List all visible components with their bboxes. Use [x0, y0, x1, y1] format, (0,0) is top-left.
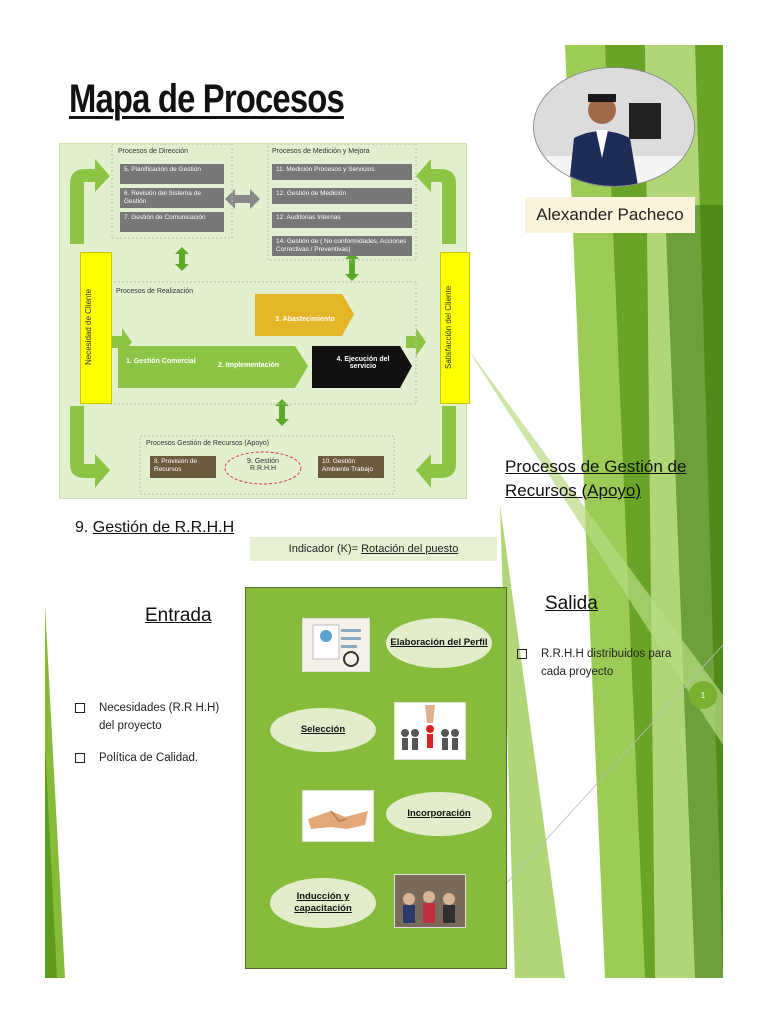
realizacion-item-3: 3. Abastecimiento	[275, 316, 335, 323]
direccion-item-1: 5. Planificación de Gestión	[120, 164, 224, 184]
gestion-heading: 9. Gestión de R.R.H.H	[75, 519, 234, 537]
entrada-list: Necesidades (R.R H.H) del proyecto Polít…	[75, 699, 235, 781]
profile-document-icon	[302, 618, 370, 672]
indicador-box: Indicador (K)= Rotación del puesto	[250, 537, 497, 561]
realizacion-label: Procesos de Realización	[116, 288, 194, 295]
realizacion-item-1: 1. Gestión Comercial	[126, 358, 196, 365]
necesidad-cliente-label: Necesidad de Cliente	[84, 288, 93, 366]
realizacion-item-2: 2. Implementación	[218, 362, 280, 369]
checkbox-icon	[75, 753, 85, 763]
training-group-icon	[394, 874, 466, 928]
medicion-item-4: 14. Gestión de ( No conformidades, Accio…	[272, 236, 412, 256]
page-number: 1	[689, 681, 717, 709]
entrada-heading: Entrada	[145, 605, 212, 626]
left-yellow-bar	[80, 252, 112, 404]
step-seleccion: Selección	[270, 708, 376, 752]
green-shard-decoration	[45, 45, 723, 978]
satisfaccion-cliente-label: Satisfacción del Cliente	[444, 285, 453, 369]
direccion-item-2: 6. Revisión del Sistema de Gestión	[120, 188, 224, 208]
direccion-item-3: 7. Gestión de Comunicación	[120, 212, 224, 232]
entrada-item: Necesidades (R.R H.H) del proyecto	[75, 699, 235, 735]
gestion-number: 9.	[75, 519, 89, 536]
medicion-label: Procesos de Medición y Mejora	[272, 148, 370, 155]
indicador-prefix: Indicador (K)=	[288, 543, 359, 555]
salida-heading: Salida	[545, 593, 598, 614]
step-incorporacion: Incorporación	[386, 792, 492, 836]
recursos-item-1: 8. Provisión de Recursos	[150, 456, 216, 478]
process-map-diagram: Procesos de Dirección 5. Planificación d…	[59, 143, 470, 499]
checkbox-icon	[75, 703, 85, 713]
indicador-value: Rotación del puesto	[361, 543, 459, 555]
salida-list: R.R.H.H distribuidos para cada proyecto	[517, 645, 677, 695]
entrada-item: Política de Calidad.	[75, 749, 235, 767]
people-selection-icon	[394, 702, 466, 760]
recursos-label: Procesos Gestión de Recursos (Apoyo)	[146, 440, 269, 447]
page-title: Mapa de Procesos	[69, 77, 345, 121]
step-induccion-capacitacion: Inducción y capacitación	[270, 878, 376, 928]
profile-photo	[533, 67, 695, 187]
checkbox-icon	[517, 649, 527, 659]
right-yellow-bar	[440, 252, 470, 404]
salida-item: R.R.H.H distribuidos para cada proyecto	[517, 645, 677, 681]
step-elaboracion-perfil: Elaboración del Perfil	[386, 618, 492, 668]
realizacion-item-4: 4. Ejecución del servicio	[336, 356, 390, 370]
gestion-label: Gestión de R.R.H.H	[92, 519, 235, 536]
recursos-item-2: 9. Gestión R.R.H.H	[247, 458, 279, 472]
direccion-label: Procesos de Dirección	[118, 148, 189, 155]
medicion-item-3: 12. Auditorias Internas	[272, 212, 412, 228]
document-page: Mapa de Procesos Alexander Pacheco	[45, 45, 723, 978]
handshake-icon	[302, 790, 374, 842]
medicion-item-2: 12. Gestión de Medición	[272, 188, 412, 204]
section-heading: Procesos de Gestión de Recursos (Apoyo)	[505, 457, 687, 500]
recursos-item-3: 10. Gestión Ambiente Trabajo	[318, 456, 384, 478]
rrhh-process-box: Elaboración del Perfil Selección Incorpo…	[245, 587, 507, 969]
medicion-item-1: 11. Medición Procesos y Servicios	[272, 164, 412, 180]
person-icon	[534, 68, 694, 186]
profile-name: Alexander Pacheco	[525, 197, 695, 233]
